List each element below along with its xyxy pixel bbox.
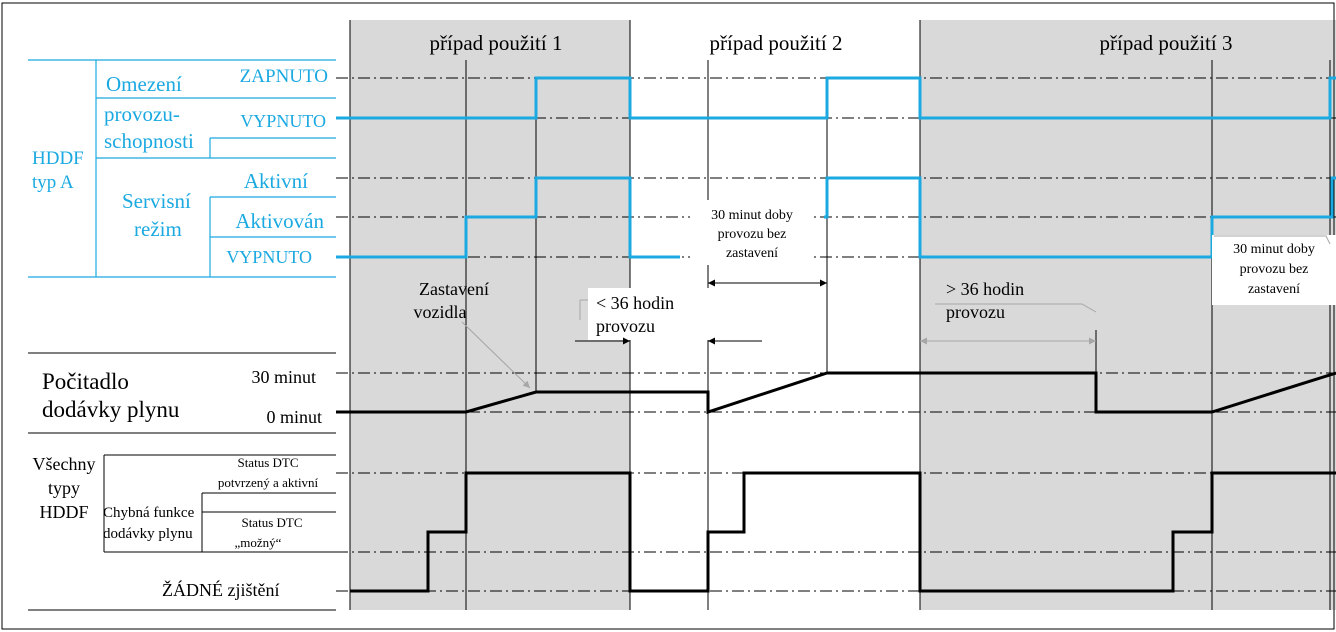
dtc-possible-line1: Status DTC	[241, 515, 302, 530]
op30-a-line1: 30 minut doby	[711, 208, 793, 223]
counter-name-line2: dodávky plynu	[42, 397, 180, 422]
hddf-a-group-line1: HDDF	[32, 148, 84, 169]
op30-b-line2: provozu bez	[1240, 262, 1309, 277]
service-name-line2: režim	[134, 217, 182, 241]
limitation-name-line3: schopnosti	[104, 129, 194, 153]
label-frame-black	[28, 352, 336, 611]
limitation-off-label: VYPNUTO	[240, 111, 326, 131]
op30-a-line3: zastavení	[726, 246, 778, 261]
limitation-on-label: ZAPNUTO	[240, 66, 328, 87]
no-detection-label: ŽÁDNÉ zjištění	[162, 579, 279, 600]
dtc-confirmed-line2: potvrzený a aktivní	[218, 475, 319, 490]
counter-name-line1: Počitadlo	[42, 369, 129, 394]
fault-name-line2: dodávky plynu	[103, 526, 193, 542]
vehicle-stop-line2: vozidla	[414, 302, 467, 322]
limitation-name-line2: provozu-	[104, 102, 180, 126]
label-frame-blue	[28, 59, 336, 278]
lt36-line1: < 36 hodin	[596, 293, 674, 313]
op30-b-bg	[1212, 235, 1336, 305]
gt36-line1: > 36 hodin	[946, 279, 1024, 299]
lt36-bg	[588, 288, 714, 340]
gt36-line2: provozu	[946, 302, 1005, 322]
op30-b-line1: 30 minut doby	[1233, 242, 1315, 257]
service-signal	[336, 176, 1336, 259]
service-activated-label: Aktivován	[235, 209, 324, 233]
use-case-2-label: případ použití 2	[710, 31, 843, 55]
op30-a-line2: provozu bez	[718, 227, 787, 242]
all-hddf-group-line2: typy	[48, 478, 80, 498]
op30-b-line3: zastavení	[1248, 282, 1300, 297]
fault-name-line1: Chybná funkce	[103, 505, 195, 521]
all-hddf-group-line3: HDDF	[39, 502, 88, 522]
counter-max-label: 30 minut	[251, 367, 316, 387]
use-case-1-label: případ použití 1	[430, 31, 563, 55]
dtc-confirmed-line1: Status DTC	[237, 455, 298, 470]
counter-min-label: 0 minut	[266, 407, 322, 427]
op30-a-bg	[690, 200, 812, 265]
all-hddf-group-line1: Všechny	[33, 454, 96, 474]
vehicle-stop-line1: Zastavení	[419, 279, 489, 299]
limitation-name-line1: Omezení	[106, 72, 182, 96]
service-name-line1: Servisní	[122, 189, 191, 213]
limitation-signal	[336, 76, 1336, 120]
counter-signal	[336, 371, 1336, 415]
fault-signal	[350, 471, 1336, 593]
use-case-3-label: případ použití 3	[1100, 31, 1233, 55]
hddf-a-group-line2: typ A	[32, 172, 74, 193]
dtc-possible-line2: „možný“	[235, 535, 282, 550]
lt36-line2: provozu	[596, 316, 655, 336]
annotation-lines	[461, 235, 1331, 389]
service-active-label: Aktivní	[244, 169, 308, 193]
service-off-label: VYPNUTO	[226, 247, 312, 267]
